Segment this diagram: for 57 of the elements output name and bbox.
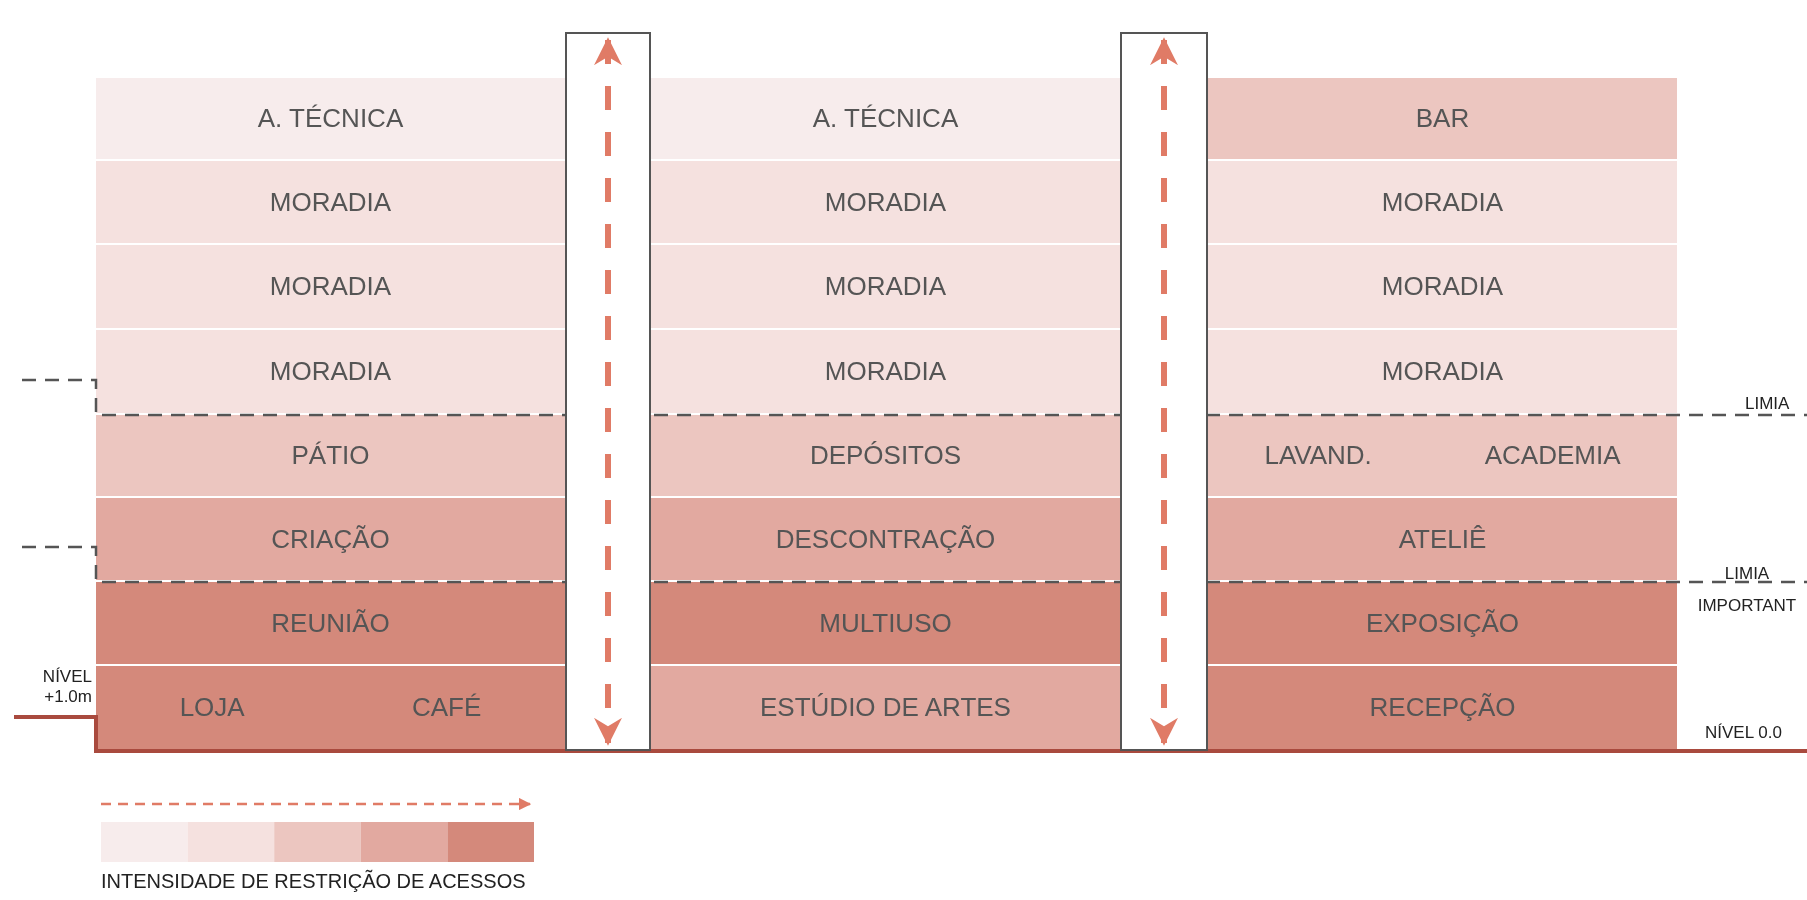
floor-band: [651, 415, 1120, 496]
room-label: LOJA: [179, 692, 245, 723]
floor-band: [1208, 245, 1677, 328]
circulation-shaft: [565, 32, 651, 751]
room-label: MORADIA: [824, 356, 947, 387]
room-label: MORADIA: [824, 186, 947, 218]
room-label: MORADIA: [824, 271, 947, 302]
floor-band: [651, 78, 1120, 159]
floor-band: [1208, 498, 1677, 580]
room-label: MORADIA: [269, 271, 392, 302]
floor-band: [96, 78, 565, 159]
room-label: PÁTIO: [291, 440, 370, 471]
room-label: MORADIA: [1381, 186, 1504, 218]
room-label: MULTIUSO: [819, 607, 952, 639]
floor-band: [96, 415, 565, 496]
floor-band: [1208, 330, 1677, 413]
room-label: LAVAND.: [1264, 440, 1372, 471]
floor-band: [96, 330, 565, 413]
room-label: CRIAÇÃO: [271, 523, 390, 555]
floor-band: [651, 161, 1120, 243]
floor-band: [96, 245, 565, 328]
room-label: DEPÓSITOS: [809, 440, 962, 471]
floor-band: [651, 330, 1120, 413]
floor-band: [651, 245, 1120, 328]
floor-band: [651, 666, 1120, 749]
room-label: CAFÉ: [412, 692, 482, 723]
floor-band: [1208, 666, 1677, 749]
floor-band: [1208, 161, 1677, 243]
room-label: RECEPÇÃO: [1369, 692, 1516, 723]
room-label: MORADIA: [269, 186, 392, 218]
room-label: ESTÚDIO DE ARTES: [760, 692, 1011, 723]
legend-caption: INTENSIDADE DE RESTRIÇÃO DE ACESSOS: [101, 870, 526, 893]
level-label: NÍVEL +1.0m: [41, 667, 92, 707]
floor-band: [96, 666, 565, 749]
room-label: MORADIA: [1381, 356, 1504, 387]
floor-band: [96, 498, 565, 580]
threshold-label: LIMIA: [1745, 394, 1791, 414]
circulation-shaft: [1120, 32, 1208, 751]
room-label: REUNIÃO: [271, 607, 390, 639]
room-label: BAR: [1415, 103, 1470, 134]
floor-band: [651, 498, 1120, 580]
room-label: A. TÉCNICA: [812, 103, 959, 134]
room-label: MORADIA: [269, 356, 392, 387]
threshold-label: LIMIA IMPORTANT: [1696, 563, 1798, 618]
floor-band: [651, 582, 1120, 664]
floor-band: [96, 161, 565, 243]
floor-band: [1208, 415, 1677, 496]
room-label: DESCONTRAÇÃO: [775, 523, 996, 555]
floor-band: [1208, 582, 1677, 664]
room-label: A. TÉCNICA: [257, 103, 404, 134]
floor-band: [96, 582, 565, 664]
room-label: MORADIA: [1381, 271, 1504, 302]
room-label: ACADEMIA: [1484, 440, 1621, 471]
floor-band: [1208, 78, 1677, 159]
room-label: ATELIÊ: [1398, 523, 1487, 555]
level-label: NÍVEL 0.0: [1705, 723, 1783, 743]
room-label: EXPOSIÇÃO: [1365, 607, 1520, 639]
